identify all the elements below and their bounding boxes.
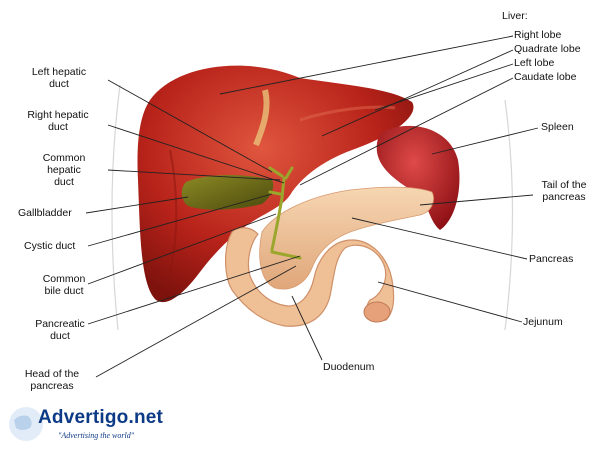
jejunum-opening (363, 301, 391, 323)
watermark-globe-icon (9, 407, 43, 441)
watermark-tagline: "Advertising the world" (58, 431, 135, 440)
label-duodenum: Duodenum (323, 361, 375, 373)
pancreas (259, 186, 434, 290)
label-spleen: Spleen (541, 121, 574, 133)
body-outline (111, 84, 514, 331)
label-quadrate-lobe: Quadrate lobe (514, 43, 581, 55)
watermark-brand: Advertigo.net (38, 407, 164, 428)
label-pancreas: Pancreas (529, 253, 574, 265)
label-caudate-lobe: Caudate lobe (514, 71, 577, 83)
label-jejunum: Jejunum (523, 316, 563, 328)
gallbladder (181, 175, 274, 210)
bile-ducts (268, 166, 302, 260)
leader-lines (85, 35, 539, 378)
label-left-lobe: Left lobe (514, 57, 555, 69)
label-right-lobe: Right lobe (514, 29, 562, 41)
duodenum (225, 227, 395, 327)
label-cystic-duct: Cystic duct (24, 240, 76, 252)
liver (137, 65, 414, 303)
label-gallbladder: Gallbladder (18, 207, 72, 219)
label-liver-header: Liver: (502, 10, 528, 22)
